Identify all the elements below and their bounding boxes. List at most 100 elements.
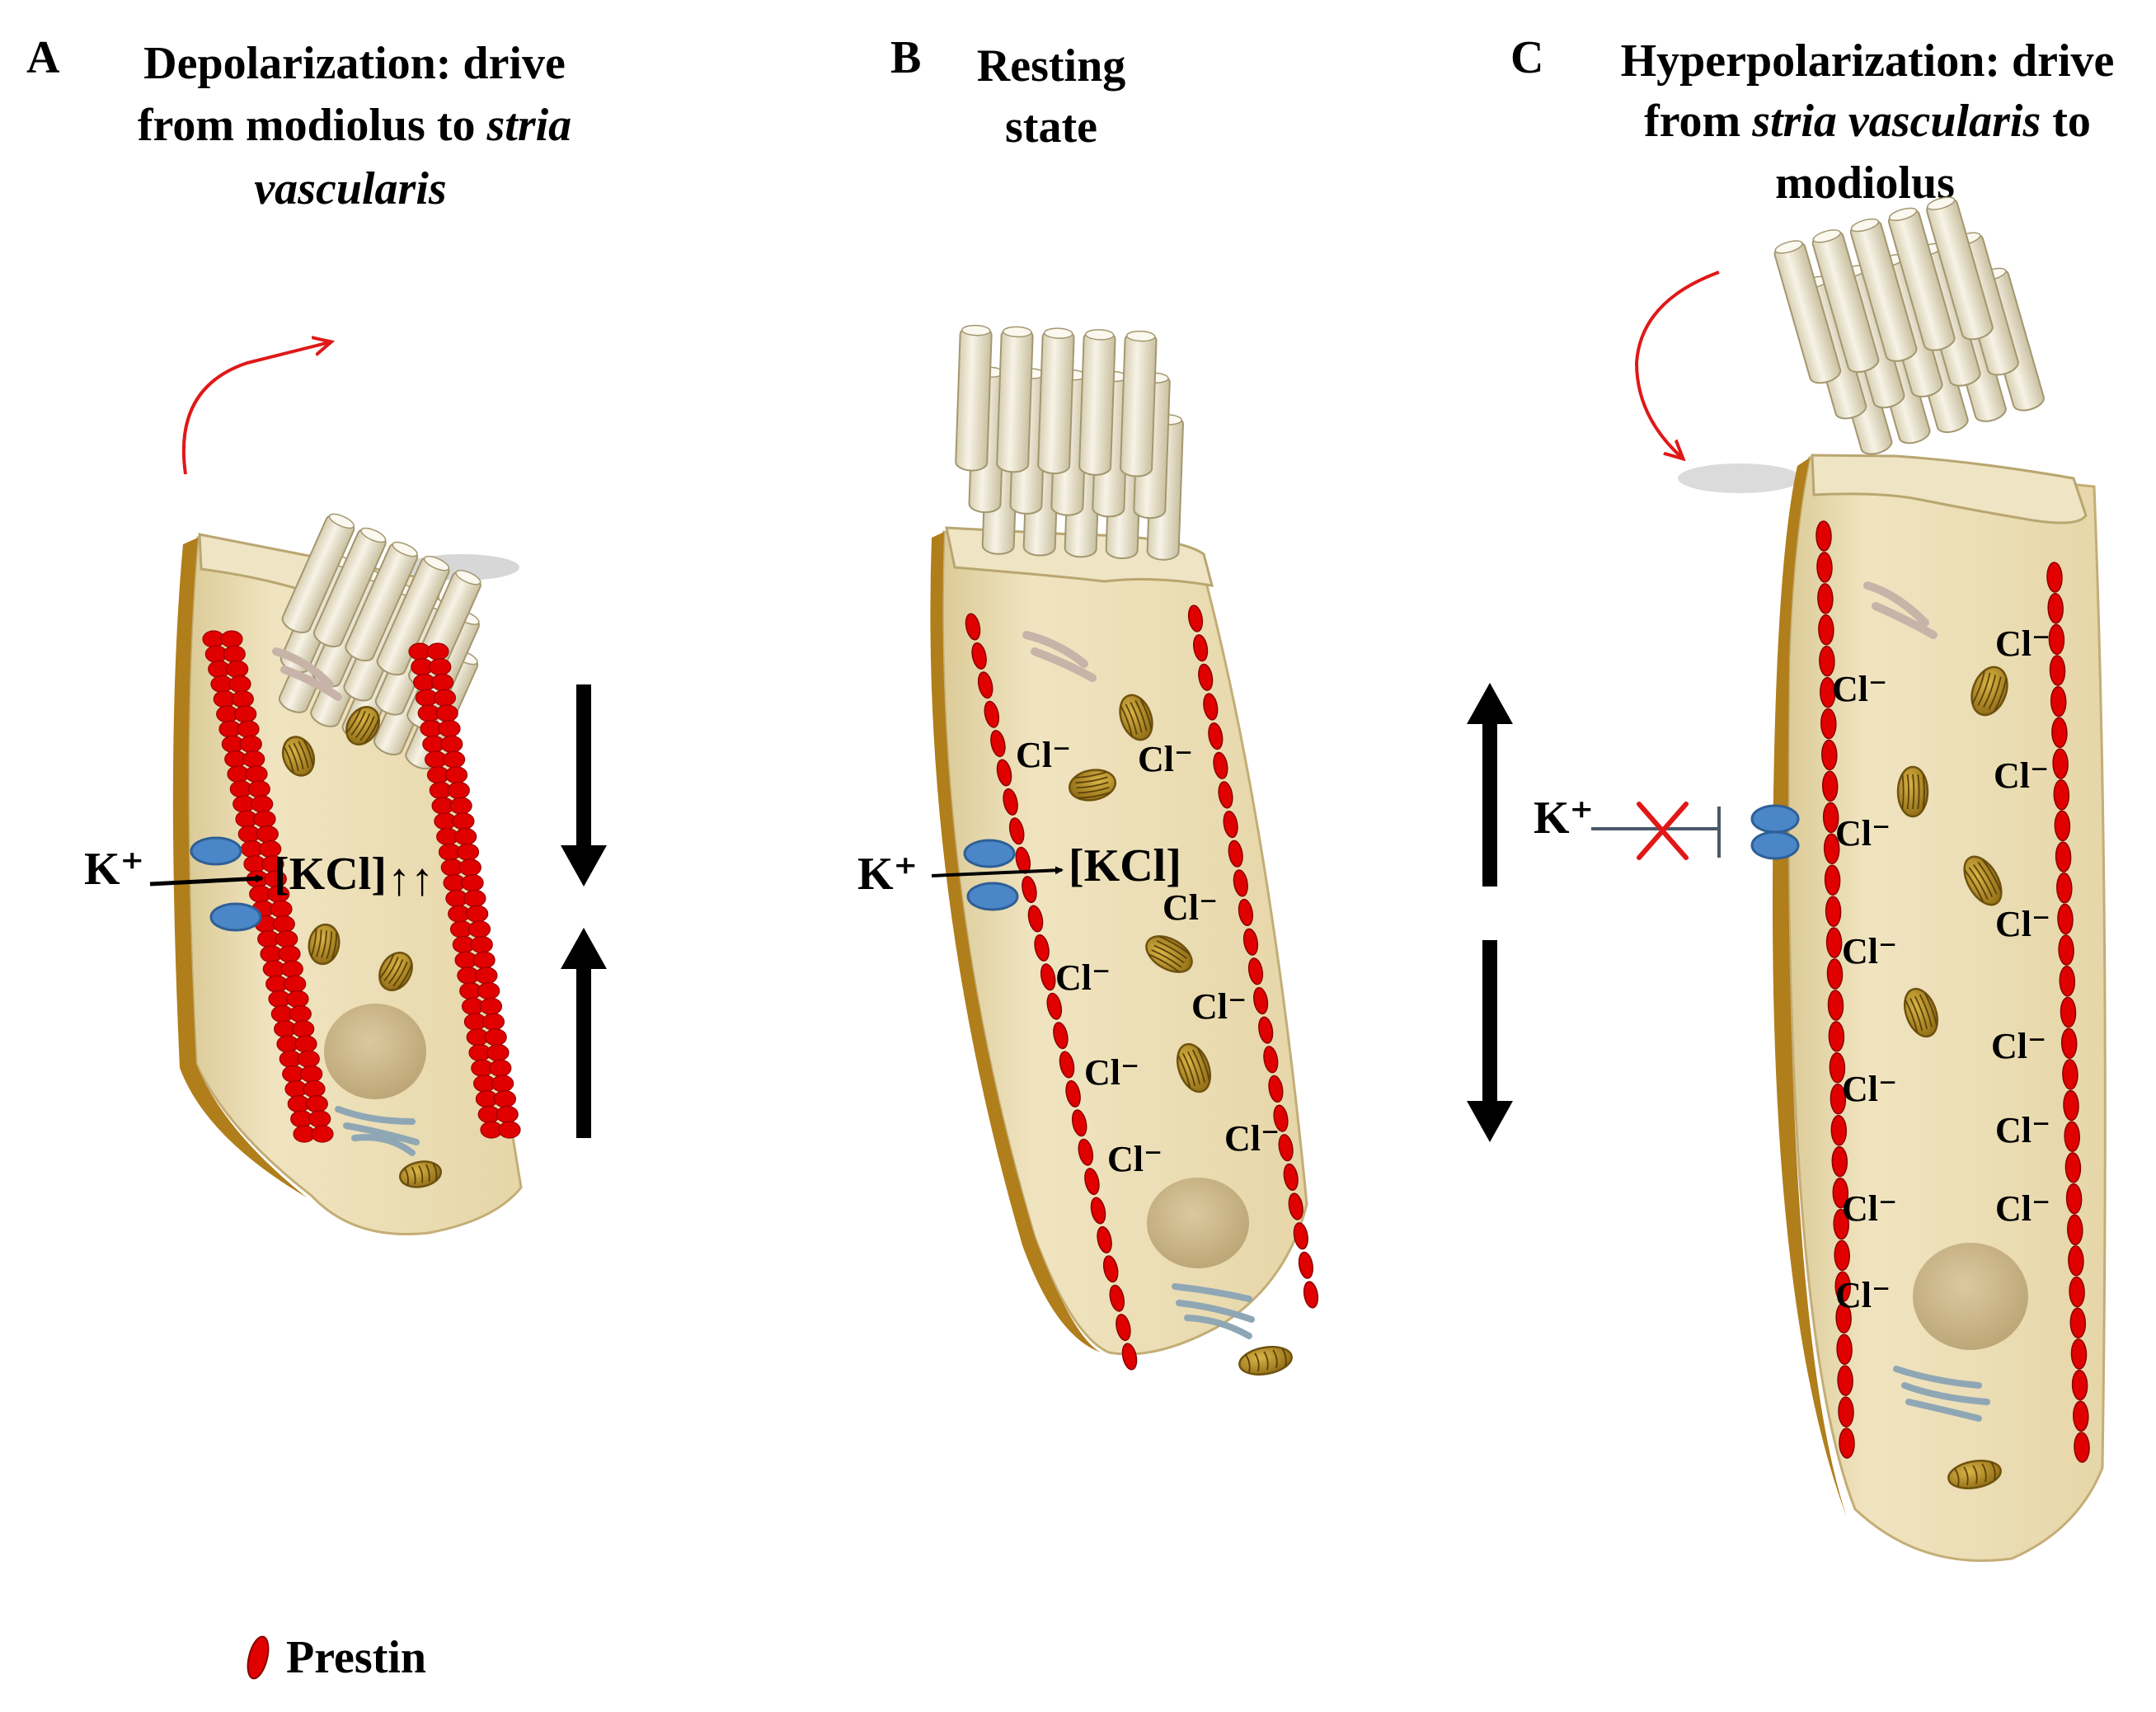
prestin-icon xyxy=(1821,739,1838,771)
nucleus-icon xyxy=(1147,1178,1249,1268)
prestin-icon xyxy=(237,720,260,738)
prestin-icon xyxy=(990,730,1006,758)
panel-c-title: C Hyperpolarization: drive from stria va… xyxy=(1510,32,2114,209)
prestin-icon xyxy=(2065,1183,2083,1215)
mitochondrion-icon xyxy=(1119,694,1153,741)
prestin-icon xyxy=(2073,1400,2089,1432)
prestin-icon xyxy=(253,810,276,828)
prestin-icon xyxy=(996,759,1012,787)
prestin-icon xyxy=(430,673,454,692)
prestin-icon xyxy=(1027,905,1044,933)
prestin-icon xyxy=(2046,562,2063,593)
prestin-icon xyxy=(1228,840,1243,868)
potassium-influx-arrow-a xyxy=(149,874,264,887)
prestin-icon xyxy=(965,613,981,641)
prestin-icon xyxy=(1833,1208,1849,1240)
prestin-icon xyxy=(2063,1089,2079,1122)
prestin-icon xyxy=(493,1089,517,1108)
prestin-icon xyxy=(1233,869,1248,897)
golgi-icon xyxy=(1022,631,1097,682)
chloride-label: Cl⁻ xyxy=(1835,1275,1891,1315)
cell-c-stereocilia xyxy=(1773,196,2045,455)
cell-c xyxy=(1634,196,2107,1562)
prestin-icon xyxy=(472,951,496,969)
prestin-icon xyxy=(1242,928,1259,956)
prestin-icon xyxy=(444,766,468,784)
cell-b-edge xyxy=(930,532,1101,1352)
prestin-icon xyxy=(2057,903,2074,935)
prestin-icon xyxy=(305,1094,328,1113)
mitochondrion-icon xyxy=(345,706,380,745)
prestin-icon xyxy=(2060,1028,2078,1059)
mitochondrion-icon xyxy=(1970,666,2008,717)
prestin-icon xyxy=(1298,1251,1313,1279)
prestin-icon xyxy=(1830,1084,1847,1115)
legend: Prestin xyxy=(247,1632,426,1683)
prestin-icon xyxy=(1821,770,1839,802)
panel-a-title-line1: Depolarization: drive xyxy=(143,38,566,89)
prestin-icon xyxy=(466,905,489,923)
prestin-icon xyxy=(1834,1271,1851,1303)
legend-label: Prestin xyxy=(286,1632,426,1683)
kcl-label-b: [KCl] xyxy=(1069,840,1181,891)
prestin-icon xyxy=(247,780,270,798)
prestin-icon xyxy=(1053,1022,1069,1050)
cell-a xyxy=(172,342,523,1236)
prestin-icon xyxy=(1193,634,1209,662)
prestin-icon xyxy=(2059,966,2076,997)
chloride-label: Cl⁻ xyxy=(1995,904,2050,944)
prestin-icon xyxy=(1825,927,1843,958)
prestin-icon xyxy=(484,1028,507,1046)
prestin-icon xyxy=(1825,896,1842,927)
mitochondrion-icon xyxy=(398,1160,443,1188)
prestin-icon xyxy=(251,795,274,813)
prestin-icon xyxy=(440,735,463,753)
prestin-icon xyxy=(429,658,452,676)
chloride-label: Cl⁻ xyxy=(1835,813,1891,854)
prestin-icon xyxy=(1003,788,1018,816)
nucleus-icon xyxy=(1913,1243,2028,1350)
prestin-icon xyxy=(1820,676,1836,708)
prestin-icon xyxy=(1838,1396,1854,1427)
prestin-icon xyxy=(275,929,298,948)
prestin-icon xyxy=(447,781,470,800)
prestin-icon xyxy=(1263,1046,1279,1074)
chloride-label: Cl⁻ xyxy=(1163,887,1218,928)
prestin-icon xyxy=(1828,1021,1845,1052)
prestin-icon xyxy=(245,764,268,783)
chloride-label: Cl⁻ xyxy=(1842,1069,1897,1109)
prestin-icon xyxy=(1253,986,1269,1015)
prestin-icon xyxy=(1238,898,1253,927)
chloride-label: Cl⁻ xyxy=(1055,957,1111,998)
prestin-icon xyxy=(1823,833,1840,865)
prestin-icon xyxy=(242,750,265,769)
prestin-icon xyxy=(1065,1079,1081,1108)
prestin-icon xyxy=(2058,934,2074,966)
prestin-icon xyxy=(479,997,503,1015)
prestin-icon xyxy=(426,642,449,661)
prestin-icon xyxy=(308,1110,331,1128)
prestin-icon xyxy=(256,825,279,844)
prestin-icon xyxy=(1303,1281,1319,1309)
prestin-icon xyxy=(1830,1114,1848,1146)
potassium-label-a: K⁺ xyxy=(84,844,144,895)
prestin-icon xyxy=(2074,1432,2090,1463)
prestin-icon xyxy=(2049,655,2066,686)
mitochondrion-icon xyxy=(1963,855,2003,906)
potassium-label-c: K⁺ xyxy=(1534,793,1594,844)
panel-b-title: B Resting state xyxy=(890,32,1125,153)
prestin-icon xyxy=(1258,1016,1274,1044)
prestin-icon xyxy=(1034,934,1050,962)
prestin-icon xyxy=(1832,1177,1849,1209)
prestin-icon xyxy=(1273,1104,1289,1132)
mitochondrion-icon xyxy=(1145,935,1193,973)
prestin-icon xyxy=(1268,1075,1284,1103)
panel-c-title-line2: from stria vascularis to xyxy=(1644,96,2091,147)
prestin-icon xyxy=(2064,1121,2080,1152)
cell-a-edge xyxy=(172,538,307,1197)
prestin-icon xyxy=(458,858,481,877)
prestin-icon xyxy=(2050,685,2067,717)
prestin-icon xyxy=(280,960,303,978)
prestin-icon xyxy=(220,630,243,648)
prestin-icon xyxy=(481,1013,505,1031)
